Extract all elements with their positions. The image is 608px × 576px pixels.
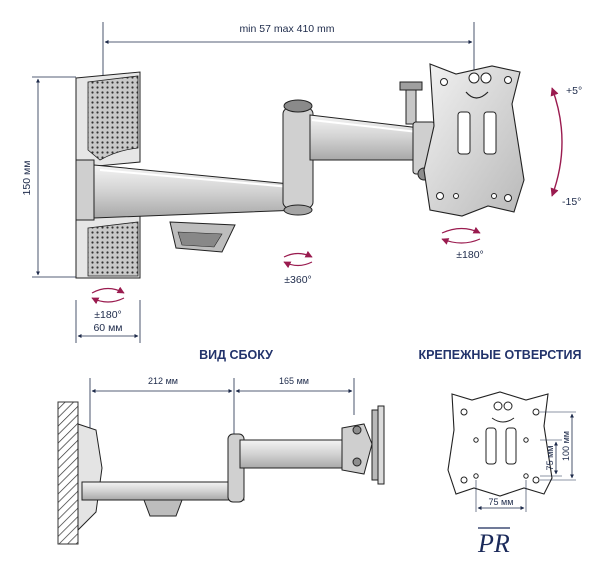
brand-logo: PR [477,527,510,558]
rotation-arm-indicator: ±360° [283,250,313,286]
rotation-wall-label: ±180° [94,309,121,321]
holes-view-heading: КРЕПЕЖНЫЕ ОТВЕРСТИЯ [418,348,581,362]
second-arm [309,114,421,161]
holes-vert-75-label: 75 мм [545,446,555,471]
wall-plate: 60 мм [75,71,141,343]
side-plate [371,409,379,481]
side-lower-arm [81,481,245,501]
tv-plate [423,63,525,217]
holes-horiz-75-label: 75 мм [489,497,514,507]
tilt-up-label: +5° [566,85,582,97]
holes-vert-100-label: 100 мм [561,431,571,461]
arm-joint [282,99,314,216]
height-label: 150 мм [21,161,33,196]
side-view-heading: ВИД СБОКУ [199,348,273,362]
rotation-plate-indicator: ±180° [441,226,484,261]
rotation-arm-label: ±360° [284,274,311,286]
tilt-indicator: +5° -15° [550,85,582,208]
range-dimension: min 57 max 410 mm [102,22,475,78]
tilt-down-label: -15° [562,196,581,208]
arm1-dimension-label: 212 мм [148,376,178,386]
arm2-dimension-label: 165 мм [279,376,309,386]
logo-text: PR [477,529,510,558]
rotation-wall-indicator: ±180° [91,286,125,321]
side-upper-arm [239,439,353,469]
side-tilt-bracket [341,423,373,475]
holes-plate-outline [447,391,553,497]
width-label: 60 мм [93,322,122,334]
wall-hatch [57,401,79,545]
top-view: min 57 max 410 mm 150 мм 60 мм ±180° [21,22,582,343]
side-view: ВИД СБОКУ 212 мм 165 мм [57,348,385,545]
height-dimension: 150 мм [21,76,76,278]
holes-view: КРЕПЕЖНЫЕ ОТВЕРСТИЯ 75 мм 100 мм 75 мм [418,348,582,512]
range-label: min 57 max 410 mm [239,23,334,35]
rotation-plate-label: ±180° [456,249,483,261]
